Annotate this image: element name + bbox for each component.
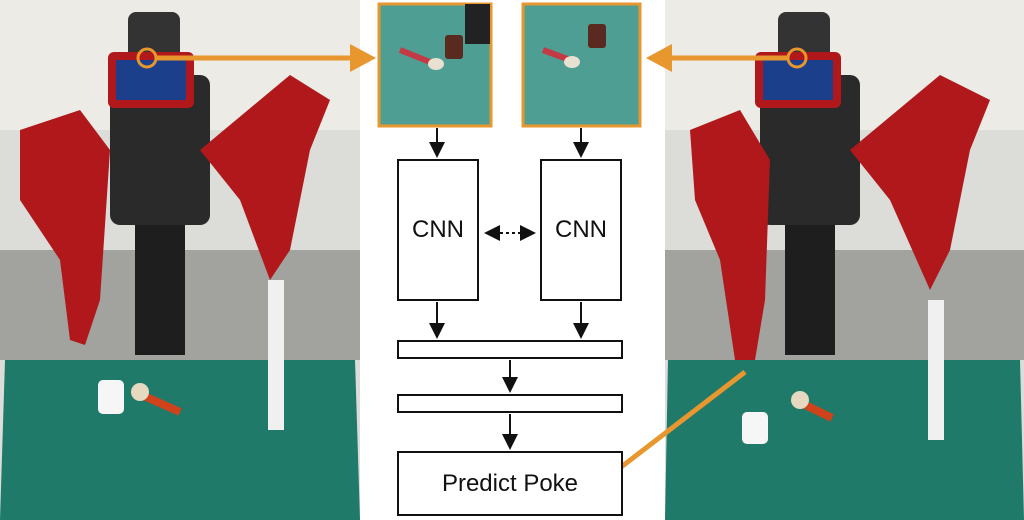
robot-right-arm (200, 75, 330, 280)
before-scene-photo (0, 0, 360, 520)
fc-layer-1 (397, 340, 623, 359)
orange-arrow-poke (610, 370, 747, 476)
after-camera-thumbnail (521, 2, 642, 128)
table (0, 360, 360, 520)
fc-layer-2 (397, 394, 623, 413)
cnn-label-right: CNN (555, 216, 607, 243)
after-scene-photo (665, 0, 1024, 520)
cnn-label-left: CNN (412, 216, 464, 243)
predict-poke-label: Predict Poke (441, 469, 579, 497)
before-camera-thumbnail (377, 2, 493, 128)
cnn-box-left (397, 159, 479, 301)
flow-arrows (429, 128, 589, 450)
robot-torso (110, 75, 210, 225)
robot-left-arm (20, 110, 110, 345)
cnn-box-right (540, 159, 622, 301)
predict-poke-box (397, 451, 623, 516)
jar (98, 380, 124, 414)
